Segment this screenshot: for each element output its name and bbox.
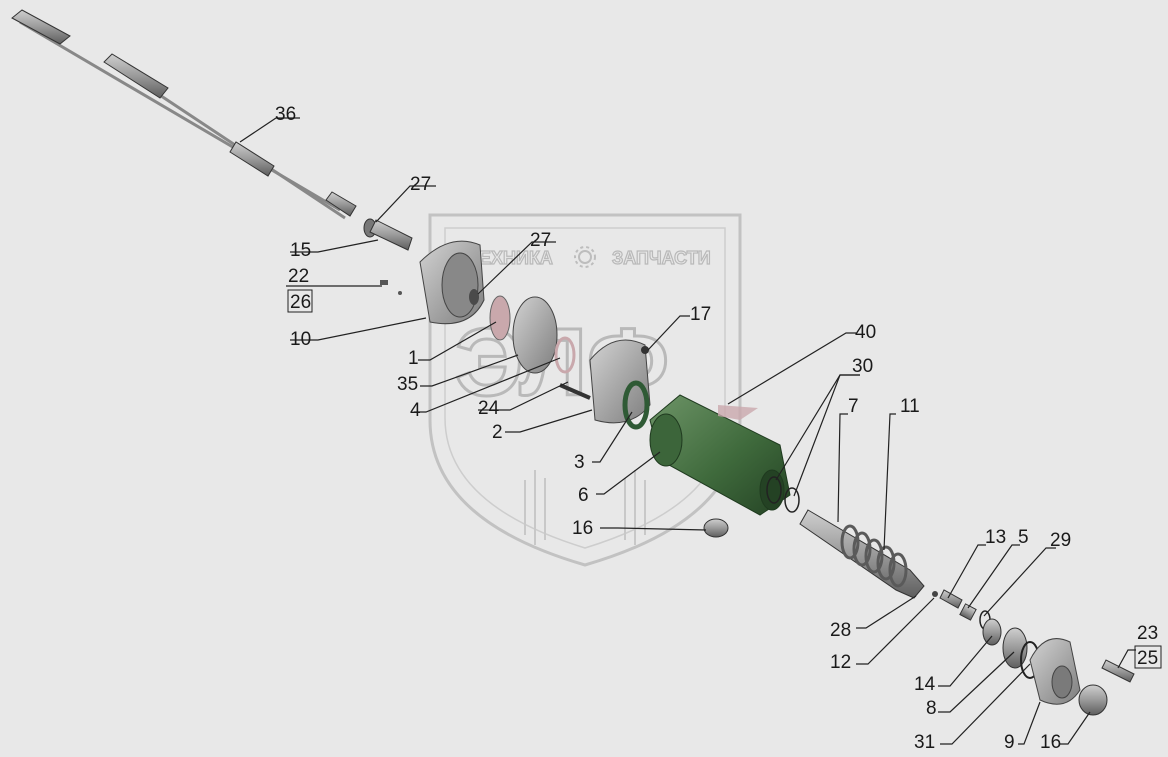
part-40-plate (718, 405, 758, 420)
part-16-cap-end (1078, 684, 1108, 716)
label-14: 14 (914, 674, 936, 695)
label-25-box (1134, 645, 1162, 669)
label-2: 2 (492, 422, 503, 443)
part-5-nut (959, 603, 977, 621)
label-28: 28 (830, 620, 851, 641)
label-40: 40 (855, 322, 876, 343)
label-13: 13 (985, 527, 1006, 548)
label-26-box (287, 289, 313, 313)
label-8: 8 (926, 698, 937, 719)
label-27: 27 (530, 230, 551, 251)
part-23-bolt (1101, 659, 1135, 683)
gear-icon (574, 246, 596, 268)
label-22: 22 (288, 266, 309, 287)
part-1-gasket (489, 295, 511, 341)
part-17-plug (641, 346, 649, 354)
wheat-ear-icon (524, 470, 646, 545)
label-6: 6 (578, 485, 589, 506)
part-14-valve (982, 618, 1002, 646)
label-23: 23 (1137, 623, 1158, 644)
label-17: 17 (690, 304, 711, 325)
watermark-word-left: ТЕХНИКА (468, 248, 553, 268)
part-11-spring (840, 524, 908, 588)
part-9-end-cover (1029, 638, 1081, 705)
label-11: 11 (900, 396, 920, 417)
label-16-end: 16 (1040, 732, 1061, 753)
part-16-cap (703, 518, 729, 538)
label-26: 26 (290, 292, 311, 313)
leader-lines (239, 117, 1136, 745)
part-10-cover (419, 240, 485, 325)
part-35-diaphragm (512, 296, 558, 374)
label-1: 1 (408, 348, 419, 369)
label-24: 24 (478, 398, 500, 419)
part-36-cable-assembly (11, 9, 357, 220)
label-10: 10 (290, 329, 311, 350)
part-22-screw-small (380, 280, 402, 295)
label-30: 30 (852, 356, 873, 377)
label-36: 36 (275, 104, 296, 125)
part-24-rod (559, 383, 591, 400)
label-15: 15 (290, 240, 311, 261)
part-12-ball (932, 591, 938, 597)
label-9: 9 (1004, 732, 1015, 753)
label-5: 5 (1018, 527, 1029, 548)
part-13-spring-small (939, 589, 963, 609)
part-4-ring (554, 336, 576, 374)
label-3: 3 (574, 452, 585, 473)
watermark-word-right: ЗАПЧАСТИ (612, 248, 711, 268)
part-7-plunger (799, 509, 925, 599)
label-4: 4 (410, 400, 421, 421)
part-2-flange (589, 339, 651, 424)
label-27-top: 27 (410, 174, 431, 195)
callout-labels: 36 27 15 22 26 10 27 1 35 4 24 2 17 40 3… (275, 104, 1162, 753)
label-29: 29 (1050, 530, 1071, 551)
label-31: 31 (914, 732, 935, 753)
part-15-sleeve (369, 219, 413, 251)
part-27-washer (469, 289, 479, 305)
part-30-rings (766, 476, 800, 513)
label-7: 7 (848, 396, 859, 417)
label-16: 16 (572, 518, 593, 539)
label-25: 25 (1137, 648, 1158, 669)
label-35: 35 (397, 374, 418, 395)
label-12: 12 (830, 652, 851, 673)
part-3-gasket-green (622, 380, 650, 430)
